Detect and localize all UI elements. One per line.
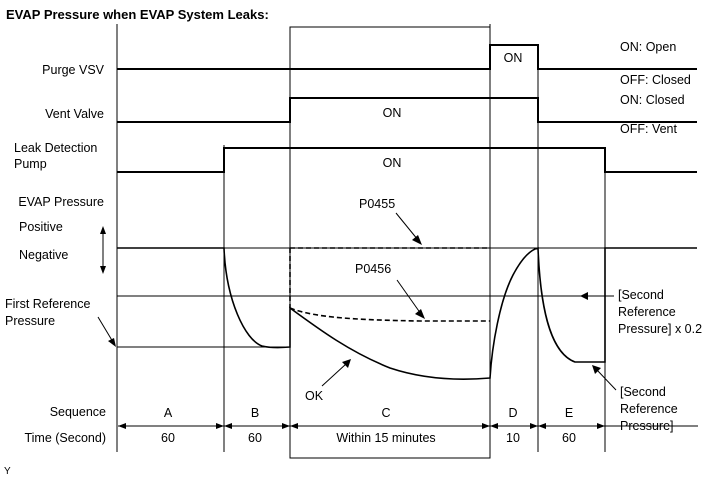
sequence-b: B — [251, 406, 259, 420]
phase-boundaries — [116, 24, 606, 452]
second-ref-label-1: [Second — [620, 385, 666, 399]
vent-valve-label: Vent Valve — [45, 107, 104, 121]
second-ref-x02-label-1: [Second — [618, 288, 664, 302]
sequence-d: D — [508, 406, 517, 420]
evap-pressure-trace — [117, 246, 697, 380]
duration-d: 10 — [506, 431, 520, 445]
time-label: Time (Second) — [24, 431, 106, 445]
first-reference-label-1: First Reference — [5, 297, 90, 311]
purge-vsv-signal — [117, 44, 697, 70]
sequence-c: C — [381, 406, 390, 420]
leader-arrows — [97, 212, 617, 391]
sequence-a: A — [164, 406, 173, 420]
second-ref-x02-label-2: Reference — [618, 305, 676, 319]
duration-e: 60 — [562, 431, 576, 445]
leak-pump-label-2: Pump — [14, 157, 47, 171]
leak-pump-signal — [117, 147, 697, 173]
phase-c-box — [289, 26, 491, 459]
second-ref-label-2: Reference — [620, 402, 678, 416]
p0455-label: P0455 — [359, 197, 395, 211]
leak-pump-label-1: Leak Detection — [14, 141, 97, 155]
evap-pressure-label: EVAP Pressure — [18, 195, 104, 209]
vent-on-closed-legend: ON: Closed — [620, 93, 685, 107]
positive-negative-arrow — [100, 226, 106, 274]
duration-b: 60 — [248, 431, 262, 445]
sequence-dimension-line — [118, 423, 698, 429]
p0456-trace — [289, 307, 490, 322]
vent-on-label: ON — [383, 106, 402, 120]
footer-mark: Y — [4, 466, 11, 477]
purge-on-label: ON — [504, 51, 523, 65]
ok-label: OK — [305, 389, 324, 403]
reference-lines — [117, 247, 697, 348]
vent-valve-signal — [117, 97, 697, 123]
p0456-label: P0456 — [355, 262, 391, 276]
duration-c: Within 15 minutes — [336, 431, 435, 445]
vent-off-vent-legend: OFF: Vent — [620, 122, 677, 136]
first-reference-label-2: Pressure — [5, 314, 55, 328]
negative-label: Negative — [19, 248, 68, 262]
purge-vsv-label: Purge VSV — [42, 63, 105, 77]
sequence-label: Sequence — [50, 405, 106, 419]
purge-off-closed-legend: OFF: Closed — [620, 73, 691, 87]
purge-on-open-legend: ON: Open — [620, 40, 676, 54]
sequence-e: E — [565, 406, 573, 420]
second-ref-x02-label-3: Pressure] x 0.2 — [618, 322, 702, 336]
duration-a: 60 — [161, 431, 175, 445]
diagram-title: EVAP Pressure when EVAP System Leaks: — [6, 7, 269, 22]
pump-on-label: ON — [383, 156, 402, 170]
positive-label: Positive — [19, 220, 63, 234]
